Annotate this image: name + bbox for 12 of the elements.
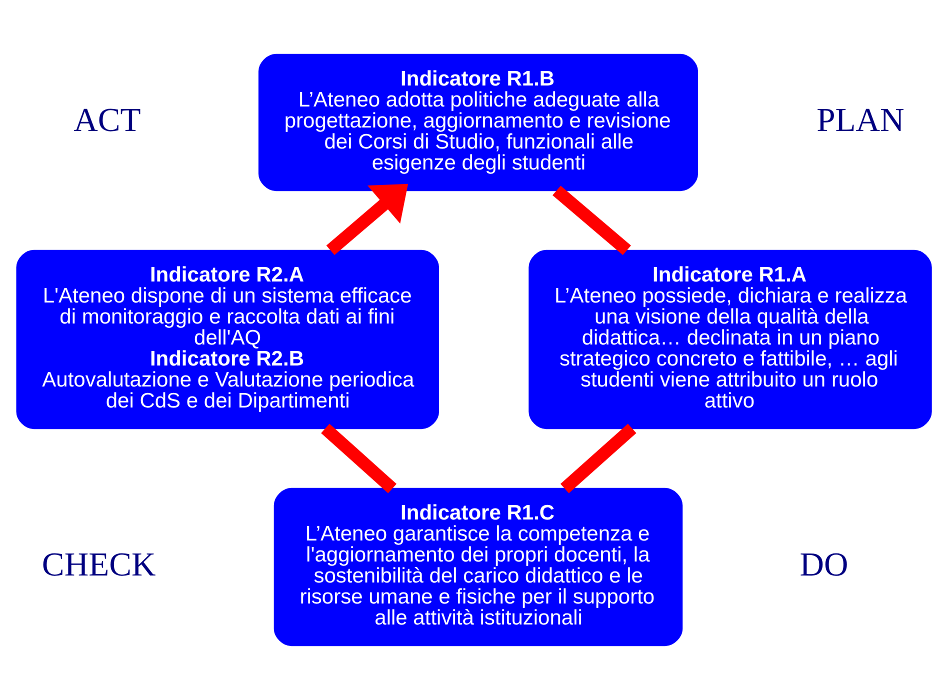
label: DO	[800, 546, 848, 584]
connector	[321, 423, 397, 493]
node-box: Indicatore R2.A L'Ateneo dispone di un sistema efficace di monitoraggio e raccolta dati ai fini dell'AQ Indicatore R2.B Autovalutazione e Valutazione periodica dei CdS e dei Dipartimenti	[16, 249, 440, 429]
label: CHECK	[42, 546, 156, 584]
node-box: Indicatore R1.C L’Ateneo garantisce la competenza e l'aggiornamento dei propri docenti, la sostenibilità del carico didattico e le risorse umane e fisiche per il supporto alle attività istituzionali	[274, 487, 683, 646]
connector	[560, 423, 636, 493]
label: ACT	[74, 102, 141, 139]
node-box: Indicatore R1.A L’Ateneo possiede, dichiara e realizza una visione della qualità della didattica… declinata in un piano strategico concreto e fattibile, … agli studenti viene attribuito un ruolo attivo	[528, 249, 932, 429]
node-box: Indicatore R1.B L’Ateneo adotta politiche adeguate alla progettazione, aggiornamento e revisione dei Corsi di Studio, funzionali alle esigenze degli studenti	[258, 53, 698, 191]
label: PLAN	[816, 102, 904, 139]
arrow	[326, 183, 408, 255]
connector	[552, 185, 631, 255]
